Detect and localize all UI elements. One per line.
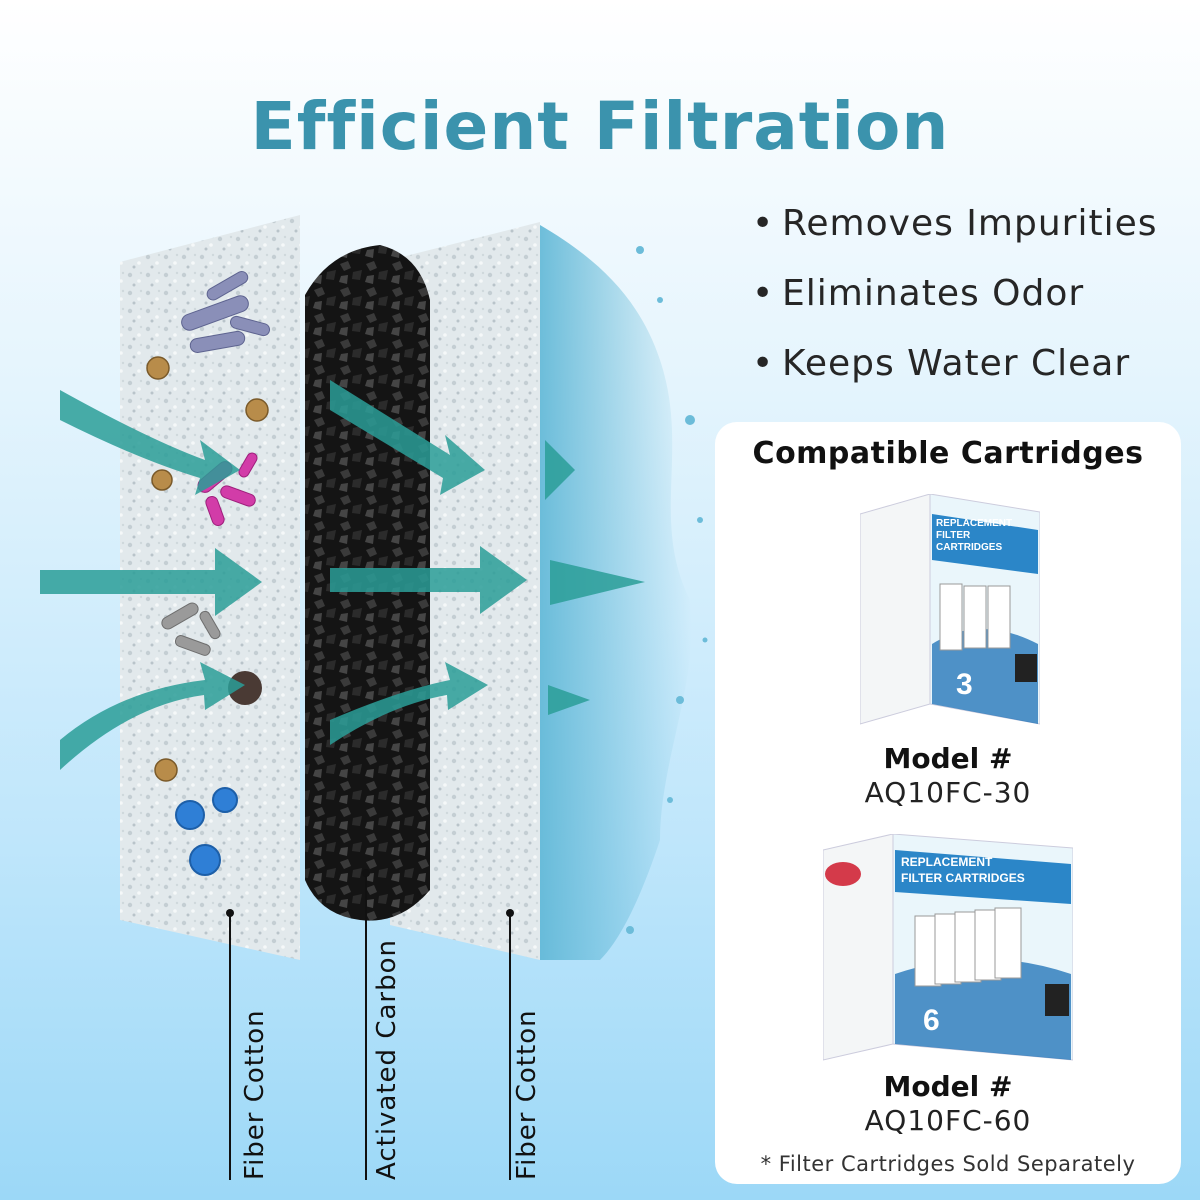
svg-text:REPLACEMENT: REPLACEMENT [936, 518, 1012, 529]
water-droplets [626, 246, 708, 934]
label-fiber-cotton-back: Fiber Cotton [512, 1009, 542, 1180]
model-code-1: AQ10FC-30 [864, 776, 1032, 809]
bacteria-purple [181, 271, 271, 353]
product-box-3-pack: REPLACEMENT FILTER CARTRIDGES 3 [860, 494, 1040, 725]
label-fiber-cotton-front: Fiber Cotton [240, 1009, 270, 1180]
product-box-6-pack: REPLACEMENT FILTER CARTRIDGES 6 [823, 834, 1073, 1061]
bullet-dot: • [752, 343, 775, 384]
svg-text:CARTRIDGES: CARTRIDGES [936, 542, 1002, 553]
svg-text:3: 3 [956, 668, 973, 701]
card-heading: Compatible Cartridges [752, 436, 1144, 471]
model-label-1: Model # [883, 742, 1013, 775]
svg-text:FILTER CARTRIDGES: FILTER CARTRIDGES [901, 871, 1025, 885]
svg-text:6: 6 [923, 1004, 940, 1037]
sediment-particles [146, 356, 269, 782]
dirt-particle [228, 671, 262, 705]
water-splash [540, 225, 692, 960]
bacteria-gray [161, 602, 221, 656]
page-title: Efficient Filtration [250, 88, 950, 165]
label-activated-carbon: Activated Carbon [372, 939, 402, 1180]
svg-text:REPLACEMENT: REPLACEMENT [901, 855, 993, 869]
footnote: * Filter Cartridges Sold Separately [760, 1152, 1136, 1176]
svg-text:FILTER: FILTER [936, 530, 971, 541]
virus-particles [175, 787, 238, 876]
filter-layers-illustration [40, 215, 708, 1180]
bullet-dot: • [752, 203, 775, 244]
model-code-2: AQ10FC-60 [864, 1104, 1032, 1137]
compatible-cartridges-card: Compatible Cartridges REPLACEMENT FILTER… [715, 422, 1181, 1184]
benefits-list: •Removes Impurities •Eliminates Odor •Ke… [752, 196, 1157, 406]
bullet-dot: • [752, 273, 775, 314]
model-label-2: Model # [883, 1070, 1013, 1103]
benefit-item: •Eliminates Odor [752, 266, 1157, 336]
flow-arrows [40, 380, 645, 770]
benefit-item: •Removes Impurities [752, 196, 1157, 266]
benefit-item: •Keeps Water Clear [752, 336, 1157, 406]
